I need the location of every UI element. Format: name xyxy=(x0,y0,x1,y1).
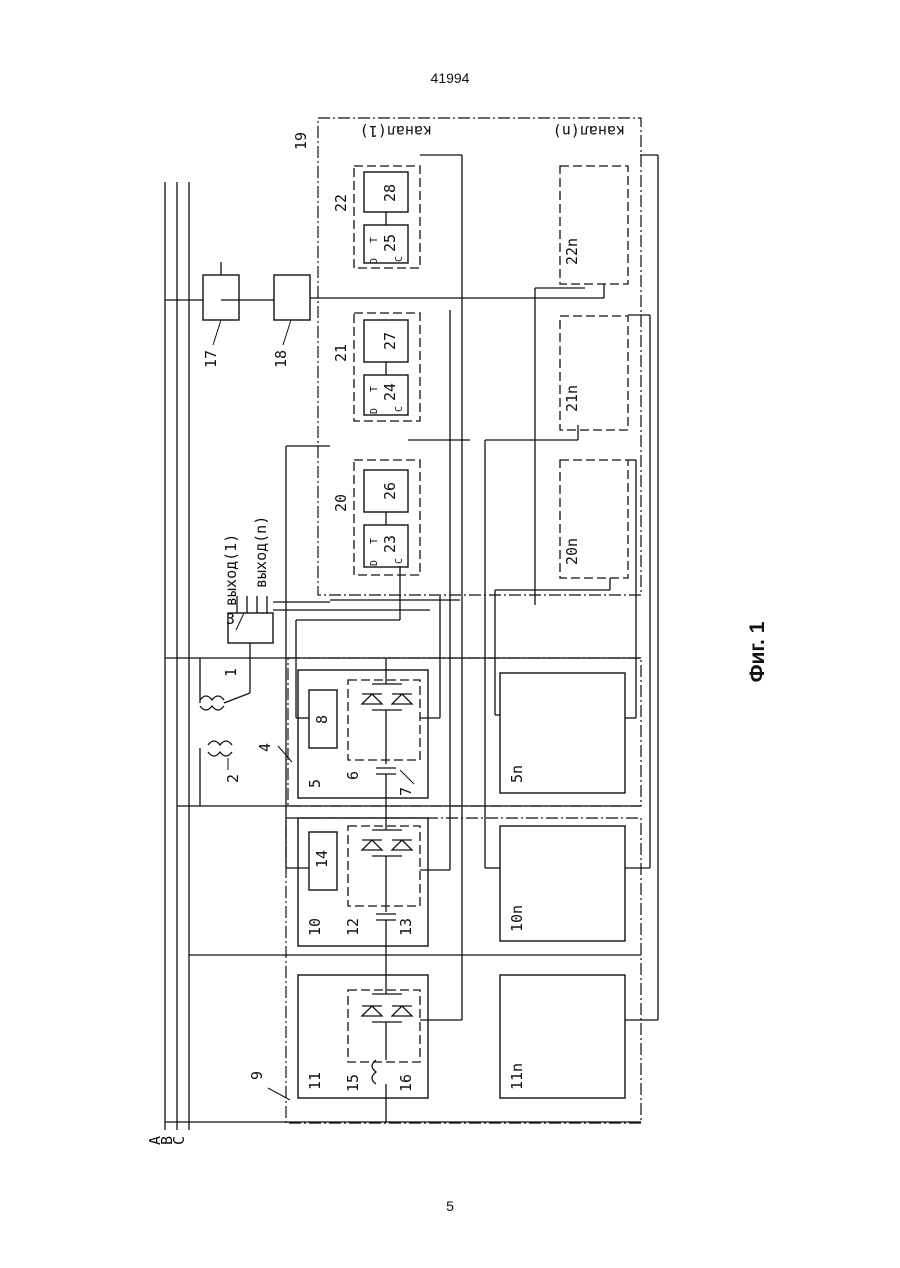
block-17 xyxy=(203,275,239,320)
label-20: 20 xyxy=(332,494,350,512)
label-2: 2 xyxy=(224,774,242,783)
pin-d-24: D xyxy=(369,408,380,414)
pin-d-25: D xyxy=(369,258,380,264)
label-24: 24 xyxy=(381,383,399,401)
label-5: 5 xyxy=(306,779,324,788)
label-6: 6 xyxy=(344,771,362,780)
label-19: 19 xyxy=(292,132,310,150)
transformer-2 xyxy=(200,741,232,806)
label-11n: 11n xyxy=(508,1063,526,1090)
label-17: 17 xyxy=(202,350,220,368)
label-18: 18 xyxy=(272,350,290,368)
label-23: 23 xyxy=(381,535,399,553)
pin-t-23: T xyxy=(369,538,380,544)
pin-t-25: T xyxy=(369,237,380,243)
label-4: 4 xyxy=(256,743,274,752)
label-13: 13 xyxy=(397,918,415,936)
label-3: 3 xyxy=(226,610,235,628)
label-26: 26 xyxy=(381,482,399,500)
label-5n: 5n xyxy=(508,765,526,783)
label-22: 22 xyxy=(332,194,350,212)
pin-c-23: C xyxy=(394,558,405,564)
label-16: 16 xyxy=(397,1074,415,1092)
label-10n: 10n xyxy=(508,905,526,932)
label-8: 8 xyxy=(313,715,331,724)
label-20n: 20n xyxy=(563,538,581,565)
label-1: 1 xyxy=(222,668,240,677)
channel-n-label: канал(n) xyxy=(553,122,625,140)
supply-bus xyxy=(165,182,189,1130)
output-1-label: выход(1) xyxy=(222,534,240,606)
figure-caption: Фиг. 1 xyxy=(746,612,770,692)
label-28: 28 xyxy=(381,184,399,202)
label-25: 25 xyxy=(381,234,399,252)
block-22n xyxy=(560,166,628,284)
label-9: 9 xyxy=(248,1071,266,1080)
pin-c-25: C xyxy=(394,256,405,262)
label-21: 21 xyxy=(332,344,350,362)
label-10: 10 xyxy=(306,918,324,936)
label-14: 14 xyxy=(313,850,331,868)
page-number-bottom: 5 xyxy=(0,1198,900,1214)
label-12: 12 xyxy=(344,918,362,936)
label-15: 15 xyxy=(344,1074,362,1092)
pin-d-23: D xyxy=(369,560,380,566)
phase-label-c: C xyxy=(170,1136,188,1145)
output-n-label: выход(n) xyxy=(252,516,270,588)
block-18 xyxy=(274,275,310,320)
label-7: 7 xyxy=(397,787,415,796)
pin-t-24: T xyxy=(369,386,380,392)
transformer-1 xyxy=(200,658,250,710)
label-21n: 21n xyxy=(563,385,581,412)
channel-1-label: канал(1) xyxy=(360,122,432,140)
label-22n: 22n xyxy=(563,238,581,265)
label-11: 11 xyxy=(306,1072,324,1090)
label-27: 27 xyxy=(381,332,399,350)
pin-c-24: C xyxy=(394,406,405,412)
